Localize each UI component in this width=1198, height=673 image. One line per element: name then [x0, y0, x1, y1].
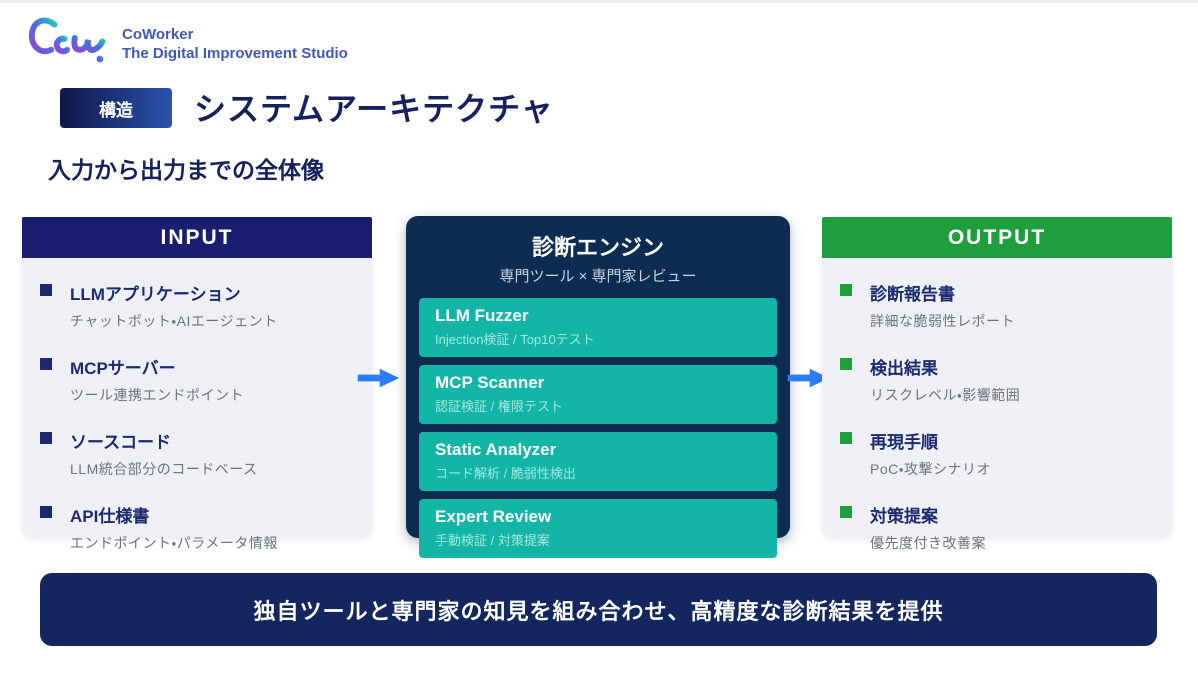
engine-tool-name: LLM Fuzzer: [435, 306, 529, 325]
section-heading: 入力から出力までの全体像: [48, 157, 324, 183]
section-badge: 構造: [60, 88, 172, 128]
output-item: 検出結果 リスクレベル・影響範囲: [822, 354, 1162, 405]
output-item-title: 検出結果: [870, 359, 938, 378]
output-item: 再現手順 PoC・攻撃シナリオ: [822, 428, 1162, 479]
output-item-desc: 詳細な脆弱性レポート: [870, 313, 1015, 329]
output-item-desc: リスクレベル・影響範囲: [870, 387, 1021, 403]
output-item-title: 診断報告書: [870, 285, 955, 304]
output-item-title: 対策提案: [870, 507, 938, 526]
output-item-desc: PoC・攻撃シナリオ: [870, 461, 991, 477]
brand-name: CoWorker: [122, 26, 194, 43]
engine-tool-desc: 認証検証 / 権限テスト: [435, 399, 563, 414]
brand-text: CoWorker The Digital Improvement Studio: [122, 25, 348, 63]
input-panel-header: INPUT: [22, 217, 372, 258]
input-panel: INPUT LLMアプリケーション チャットボット・AIエージェント MCPサー…: [22, 217, 372, 551]
input-item-desc: LLM統合部分のコードベース: [70, 461, 258, 477]
page-title: システムアーキテクチャ: [194, 91, 554, 127]
engine-tool: MCP Scanner 認証検証 / 権限テスト: [419, 365, 777, 424]
output-item-desc: 優先度付き改善案: [870, 535, 986, 551]
engine-tool-desc: Injection検証 / Top10テスト: [435, 332, 595, 347]
input-item-title: ソースコード: [70, 433, 172, 452]
output-panel-header: OUTPUT: [822, 217, 1172, 258]
input-item: API仕様書 エンドポイント・パラメータ情報: [22, 502, 362, 553]
engine-tool-desc: 手動検証 / 対策提案: [435, 533, 550, 548]
engine-card: 診断エンジン 専門ツール × 専門家レビュー LLM Fuzzer Inject…: [406, 216, 790, 558]
brand-tagline: The Digital Improvement Studio: [122, 45, 348, 62]
engine-tool-name: Expert Review: [435, 507, 552, 526]
bullet-square-icon: [40, 432, 52, 444]
summary-banner: 独自ツールと専門家の知見を組み合わせ、高精度な診断結果を提供: [40, 573, 1157, 646]
engine-tool: LLM Fuzzer Injection検証 / Top10テスト: [419, 298, 777, 357]
input-item-desc: ツール連携エンドポイント: [70, 387, 244, 403]
engine-tool: Expert Review 手動検証 / 対策提案: [419, 499, 777, 558]
bullet-square-icon: [840, 506, 852, 518]
input-item-desc: チャットボット・AIエージェント: [70, 313, 278, 329]
engine-tool-name: Static Analyzer: [435, 440, 557, 459]
engine-tool: Static Analyzer コード解析 / 脆弱性検出: [419, 432, 777, 491]
input-item: MCPサーバー ツール連携エンドポイント: [22, 354, 362, 405]
bullet-square-icon: [40, 284, 52, 296]
engine-subtitle: 専門ツール × 専門家レビュー: [499, 268, 697, 285]
engine-tool-name: MCP Scanner: [435, 373, 545, 392]
bullet-square-icon: [40, 506, 52, 518]
coworker-logo-icon: [28, 17, 106, 63]
bullet-square-icon: [840, 432, 852, 444]
output-panel: OUTPUT 診断報告書 詳細な脆弱性レポート 検出結果 リスクレベル・影響範囲…: [822, 217, 1172, 551]
output-panel-body: 診断報告書 詳細な脆弱性レポート 検出結果 リスクレベル・影響範囲 再現手順 P…: [822, 258, 1172, 551]
input-panel-body: LLMアプリケーション チャットボット・AIエージェント MCPサーバー ツール…: [22, 258, 372, 551]
input-item-desc: エンドポイント・パラメータ情報: [70, 535, 278, 551]
arrow-right-icon: [357, 368, 400, 388]
engine-title: 診断エンジン: [531, 235, 664, 260]
bullet-square-icon: [840, 358, 852, 370]
output-item-title: 再現手順: [870, 433, 938, 452]
input-item: LLMアプリケーション チャットボット・AIエージェント: [22, 280, 362, 331]
input-item: ソースコード LLM統合部分のコードベース: [22, 428, 362, 479]
input-item-title: API仕様書: [70, 507, 150, 526]
bullet-square-icon: [40, 358, 52, 370]
input-item-title: LLMアプリケーション: [70, 285, 241, 304]
bullet-square-icon: [840, 284, 852, 296]
top-edge-divider: [0, 0, 1198, 3]
engine-tool-desc: コード解析 / 脆弱性検出: [435, 466, 576, 481]
output-item: 対策提案 優先度付き改善案: [822, 502, 1162, 553]
input-item-title: MCPサーバー: [70, 359, 176, 378]
arrow-right-icon: [787, 368, 830, 388]
output-item: 診断報告書 詳細な脆弱性レポート: [822, 280, 1162, 331]
